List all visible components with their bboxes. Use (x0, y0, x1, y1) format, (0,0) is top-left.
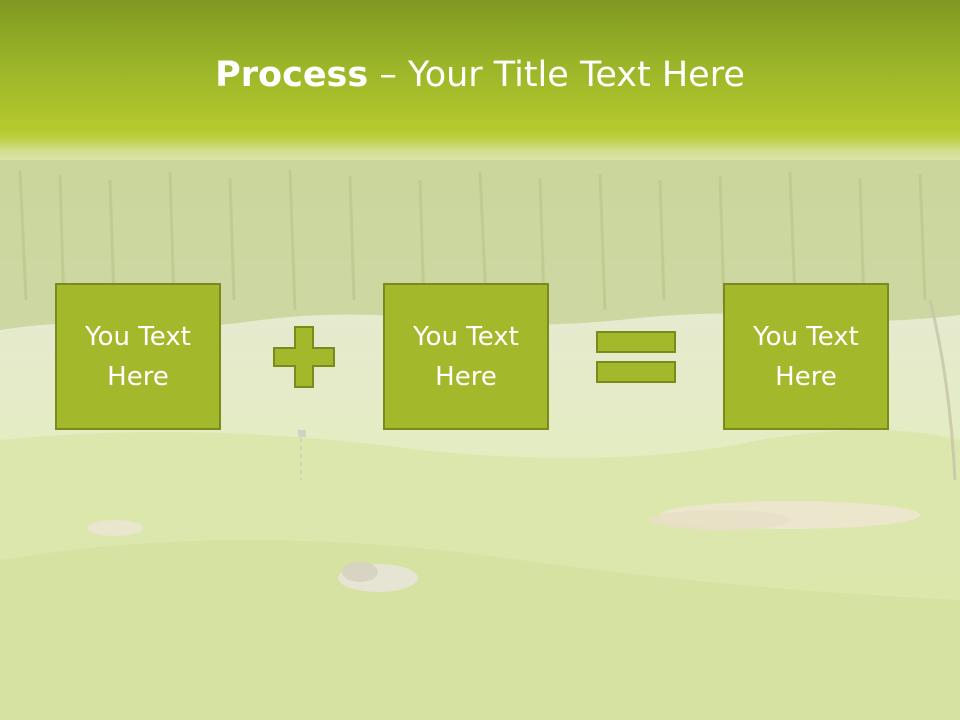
slide-title-bold: Process (215, 55, 369, 95)
slide-title: Process – Your Title Text Here (0, 52, 960, 98)
title-band-fade (0, 120, 960, 160)
process-box-1-text: You Text Here (85, 321, 191, 392)
process-box-3-text: You Text Here (753, 321, 859, 392)
process-box-2[interactable]: You Text Here (383, 283, 549, 430)
equals-icon (596, 331, 676, 383)
title-band (0, 0, 960, 130)
process-box-3[interactable]: You Text Here (723, 283, 889, 430)
slide-title-rest: – Your Title Text Here (368, 55, 745, 95)
process-box-1[interactable]: You Text Here (55, 283, 221, 430)
process-box-2-text: You Text Here (413, 321, 519, 392)
plus-icon (273, 326, 335, 388)
